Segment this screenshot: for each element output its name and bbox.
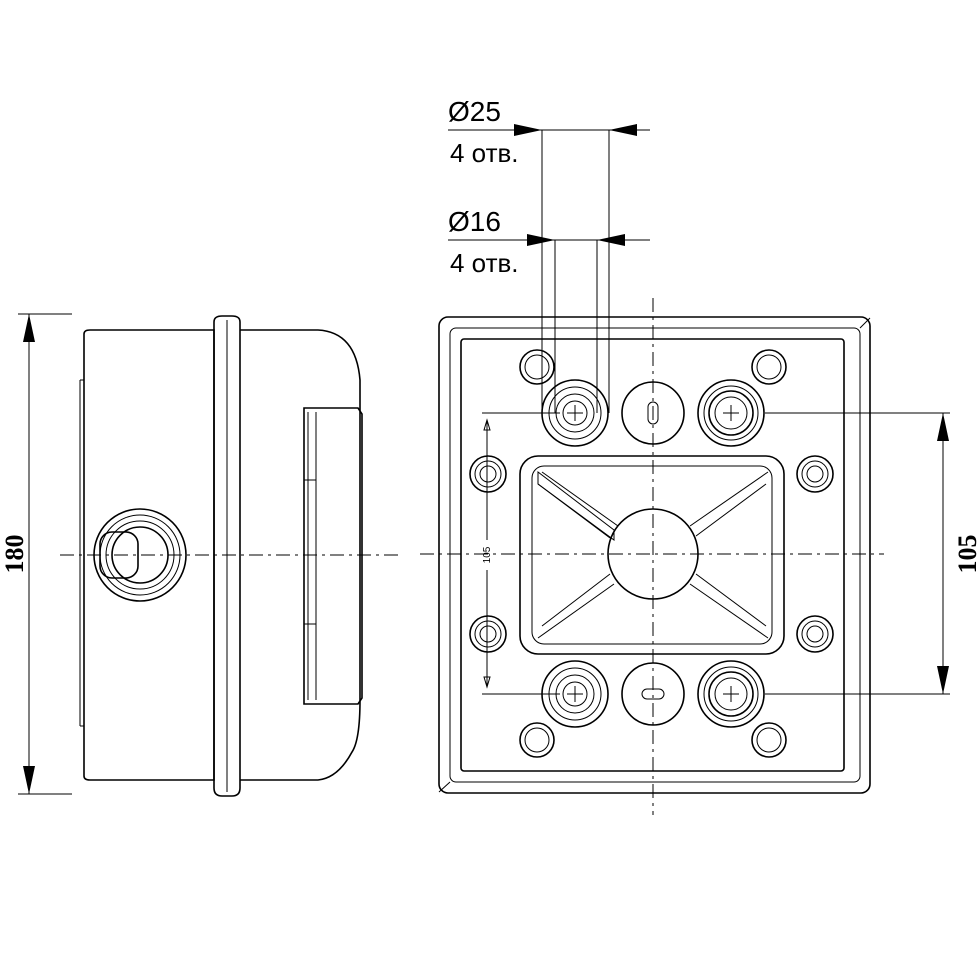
lid-window [303,407,363,705]
front-view: 105 105 Ø25 4 отв. Ø16 [420,96,979,815]
inner-spacing-dimension: 105 [482,412,560,695]
hole-spacing-dimension: 105 [765,412,979,695]
inner-spacing-label: 105 [482,546,493,563]
small-hole-callout: Ø16 4 отв. [448,206,650,413]
small-hole-left-upper [469,455,507,493]
small-hole-diameter: Ø16 [448,206,501,237]
large-hole-top-right [697,379,765,447]
corner-hole-top-right [751,349,787,385]
corner-hole-bottom-right [751,722,787,758]
plate-outer [438,316,871,794]
box-lid-outline [240,329,361,781]
height-dimension: 180 [0,313,72,795]
small-hole-left-lower [469,615,507,653]
large-hole-count: 4 отв. [450,138,519,168]
large-hole-callout: Ø25 4 отв. [448,96,650,413]
corner-hole-top-left [519,349,555,385]
small-hole-count: 4 отв. [450,248,519,278]
small-hole-right-upper [796,455,834,493]
large-hole-bottom-right [697,660,765,728]
box-flange [213,315,241,797]
side-view: 180 [0,313,400,797]
inner-recess [519,455,785,655]
large-hole-diameter: Ø25 [448,96,501,127]
height-dimension-label: 180 [0,535,29,574]
corner-hole-bottom-left [519,722,555,758]
small-hole-right-lower [796,615,834,653]
hole-spacing-label: 105 [953,535,979,574]
